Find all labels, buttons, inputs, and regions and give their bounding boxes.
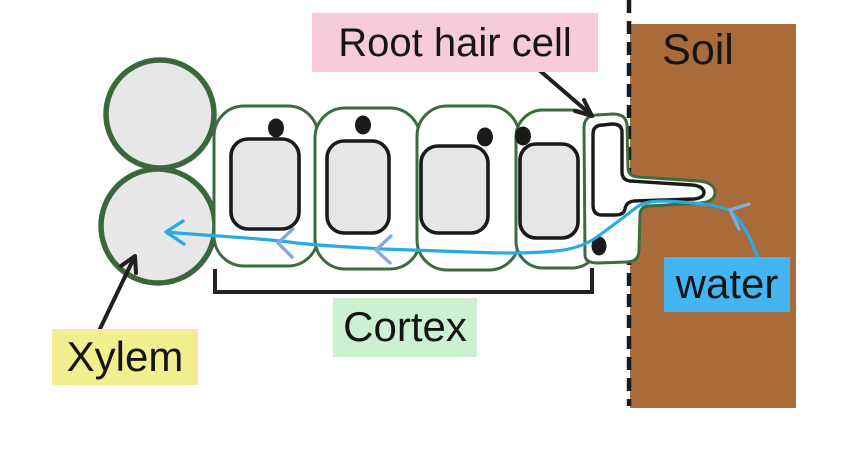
water-label-text: water (675, 260, 779, 308)
xylem-vessel-bottom (98, 166, 218, 286)
water-label: water (664, 257, 790, 312)
cortex-cells (212, 104, 601, 272)
flow-chevron-icon (374, 234, 393, 265)
vacuole (229, 137, 301, 231)
nucleus (591, 236, 607, 256)
root-hair-cell-label: Root hair cell (312, 13, 598, 72)
xylem-vessel-top (103, 57, 217, 171)
xylem-label-arrow (96, 254, 138, 335)
cortex-cell-3 (415, 104, 521, 272)
vacuole (518, 142, 580, 240)
nucleus (477, 127, 493, 147)
water-flow-path (164, 199, 763, 270)
cortex-cell-1 (212, 104, 320, 268)
nucleus (355, 115, 371, 135)
nucleus (515, 126, 531, 146)
root-hair-cell-label-text: Root hair cell (338, 20, 572, 65)
nucleus (268, 118, 284, 138)
flow-chevron-icon (276, 227, 295, 259)
cortex-cell-2 (313, 106, 422, 271)
root-hair-cell-membrane (591, 122, 706, 217)
cortex-cell-4 (514, 108, 601, 270)
xylem-vessels (98, 57, 218, 286)
vacuole (419, 144, 490, 235)
xylem-label: Xylem (52, 329, 198, 385)
soil-label-text: Soil (662, 26, 734, 75)
soil-label: Soil (656, 27, 740, 75)
root-hair-cell (582, 112, 717, 265)
cortex-bracket (213, 268, 594, 294)
cortex-label-text: Cortex (343, 303, 467, 351)
vacuole (325, 139, 391, 235)
soil-region (630, 24, 796, 408)
cortex-label: Cortex (333, 298, 477, 357)
water-flow-chevrons (276, 202, 751, 265)
xylem-label-text: Xylem (66, 332, 184, 380)
flow-arrowhead-into-xylem-icon (164, 219, 186, 246)
flow-chevron-icon (728, 202, 751, 231)
